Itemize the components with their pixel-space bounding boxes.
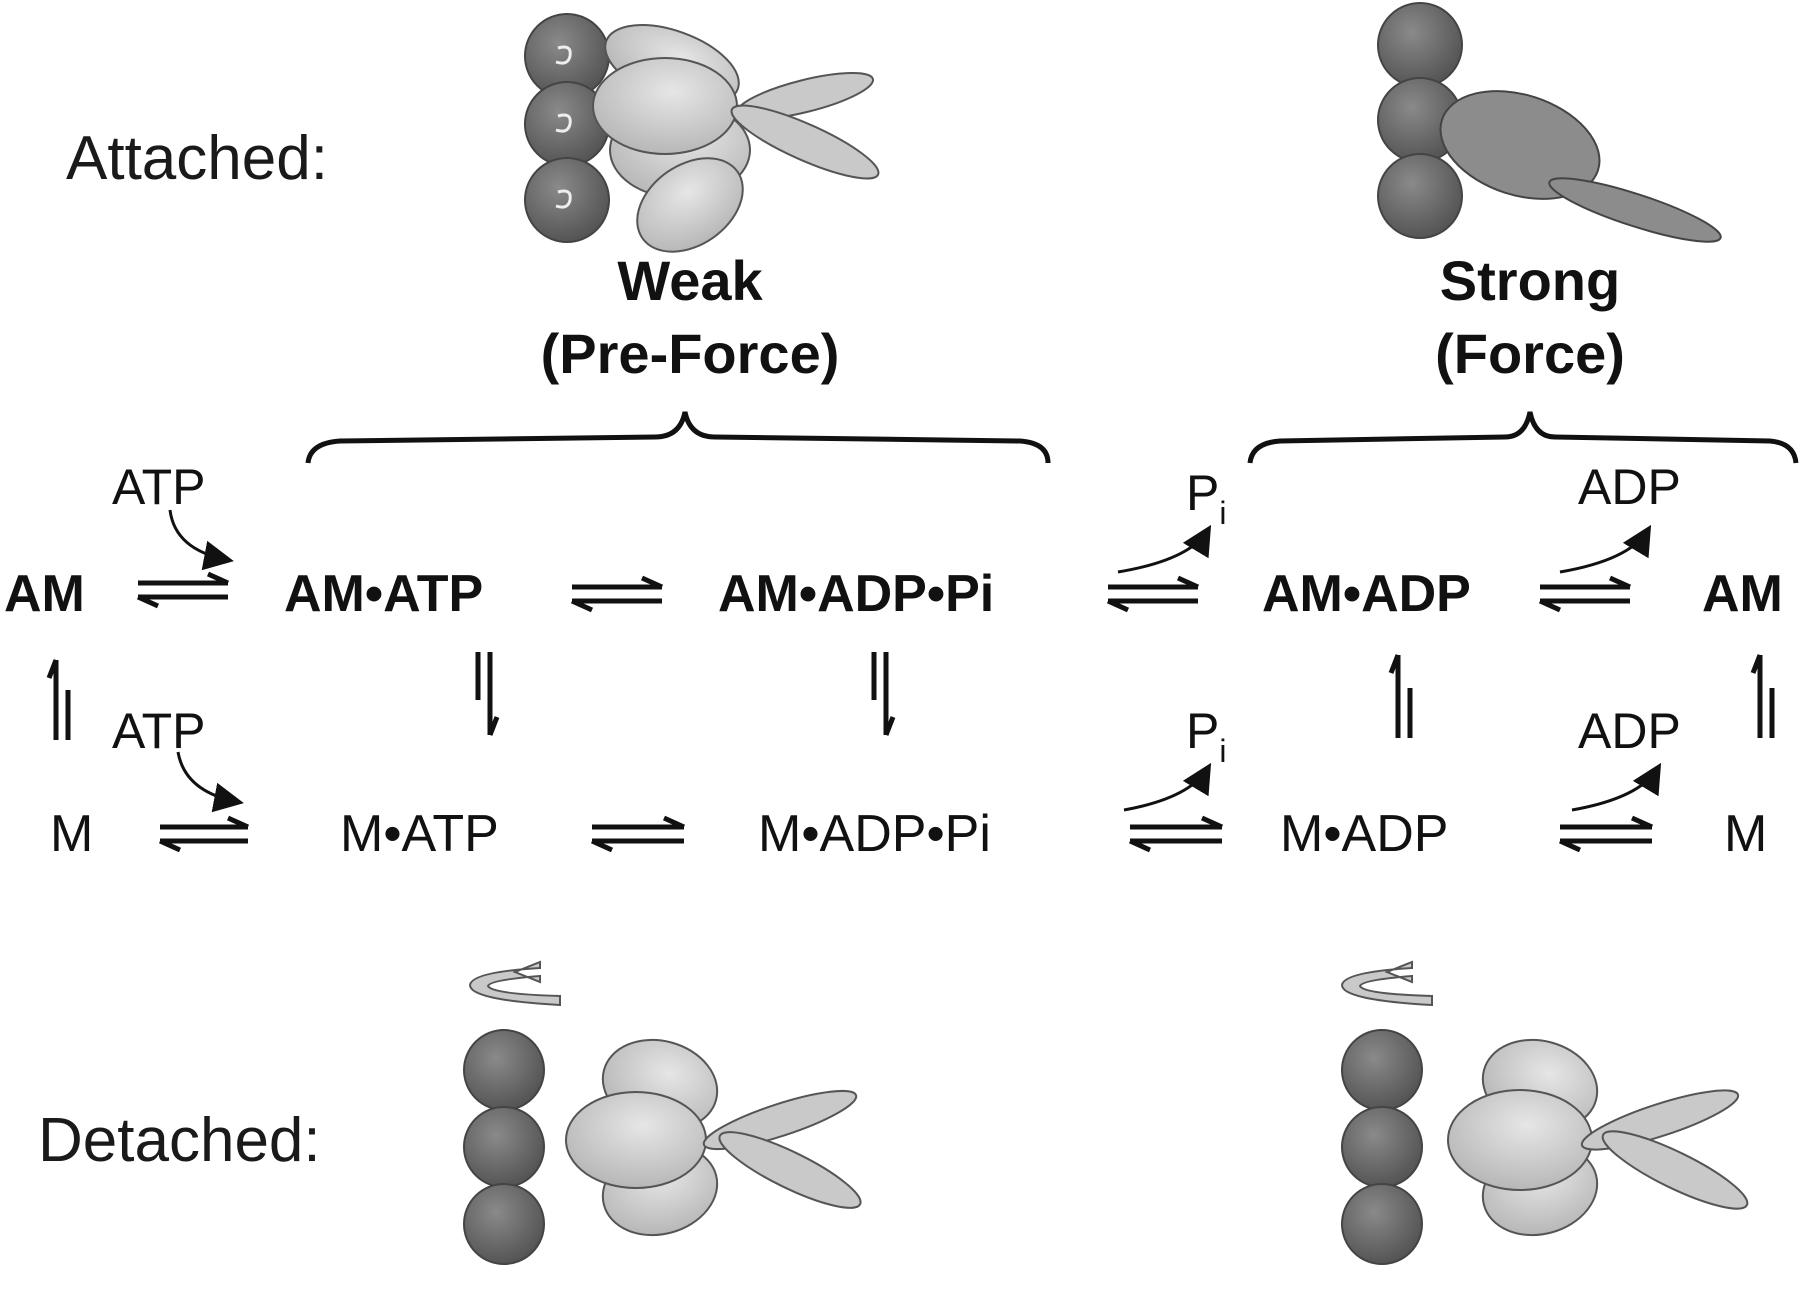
atp-label-bottom: ATP <box>112 703 206 759</box>
actin-subunit <box>1341 1106 1423 1188</box>
myosin-lobe <box>636 157 744 253</box>
myosin-lever-arm <box>1548 177 1722 243</box>
actin-subunit <box>524 157 610 243</box>
atp-label-top: ATP <box>112 459 206 515</box>
species-attached-2: AM•ATP <box>284 565 484 623</box>
strong-brace <box>1247 411 1799 464</box>
detached-label: Detached: <box>38 1106 321 1175</box>
equilibrium-arrow <box>1538 575 1632 613</box>
myosin-lobe <box>565 1091 707 1189</box>
pi-release-arrow <box>1117 524 1212 574</box>
myosin-lobe <box>592 57 738 155</box>
pi-label-top: Pi <box>1186 465 1227 531</box>
myosin-lever-arm <box>718 1131 862 1209</box>
rotation-arrow-icon <box>555 45 572 65</box>
atp-binding-arrow <box>176 751 244 813</box>
strong-state-title: Strong (Force) <box>1330 245 1730 391</box>
weak-title: Weak <box>617 249 763 312</box>
species-detached-3: M•ADP•Pi <box>758 805 991 863</box>
myosin-lobe <box>1447 1089 1593 1191</box>
pi-label-bottom: Pi <box>1186 703 1227 769</box>
species-detached-5: M <box>1724 805 1768 863</box>
rotation-arrow-icon <box>1340 960 1433 1007</box>
species-attached-5: AM <box>1702 565 1783 623</box>
attached-label: Attached: <box>66 124 328 193</box>
actin-subunit <box>463 1029 545 1111</box>
vertical-equilibrium-arrow <box>871 652 896 736</box>
equilibrium-arrow <box>1106 575 1200 613</box>
vertical-equilibrium-arrow <box>1750 654 1775 738</box>
vertical-equilibrium-arrow <box>1388 654 1413 738</box>
adp-label-top: ADP <box>1578 459 1681 515</box>
weak-attached-illustration <box>524 13 880 253</box>
rotation-arrow-icon <box>468 960 561 1007</box>
weak-state-title: Weak (Pre-Force) <box>480 245 900 391</box>
strong-attached-illustration <box>1377 2 1722 243</box>
species-detached-4: M•ADP <box>1280 805 1449 863</box>
adp-release-arrow <box>1571 762 1662 812</box>
equilibrium-arrow <box>1558 815 1654 853</box>
equilibrium-arrow <box>1128 815 1224 853</box>
myosin-head <box>1439 90 1601 200</box>
actin-subunit <box>463 1183 545 1265</box>
myosin-lever-arm <box>1601 1130 1749 1210</box>
strong-detached-illustration <box>1340 960 1749 1265</box>
species-detached-1: M <box>50 805 94 863</box>
equilibrium-arrow <box>570 575 664 613</box>
rotation-arrow-icon <box>555 113 572 133</box>
actin-subunit <box>463 1106 545 1188</box>
weak-detached-illustration <box>463 960 862 1265</box>
rotation-arrow-icon <box>555 189 572 209</box>
species-attached-4: AM•ADP <box>1262 565 1471 623</box>
actin-subunit <box>1341 1029 1423 1111</box>
strong-title: Strong <box>1439 249 1621 312</box>
atp-binding-arrow <box>168 509 234 571</box>
adp-label-bottom: ADP <box>1578 703 1681 759</box>
adp-release-arrow <box>1559 524 1652 574</box>
species-detached-2: M•ATP <box>340 805 499 863</box>
species-attached-3: AM•ADP•Pi <box>718 565 995 623</box>
species-attached-1: AM <box>4 565 85 623</box>
strong-subtitle: (Force) <box>1435 321 1625 385</box>
actin-subunit <box>1377 153 1463 239</box>
pi-release-arrow <box>1123 762 1212 812</box>
myosin-lever-arm <box>730 104 880 180</box>
equilibrium-arrow <box>136 571 230 609</box>
equilibrium-arrow <box>590 815 686 853</box>
vertical-equilibrium-arrow <box>46 659 71 740</box>
weak-brace <box>305 411 1051 464</box>
weak-subtitle: (Pre-Force) <box>540 321 840 385</box>
actin-subunit <box>1377 2 1463 88</box>
vertical-equilibrium-arrow <box>475 652 500 736</box>
equilibrium-arrow <box>158 815 250 853</box>
actin-subunit <box>1341 1183 1423 1265</box>
